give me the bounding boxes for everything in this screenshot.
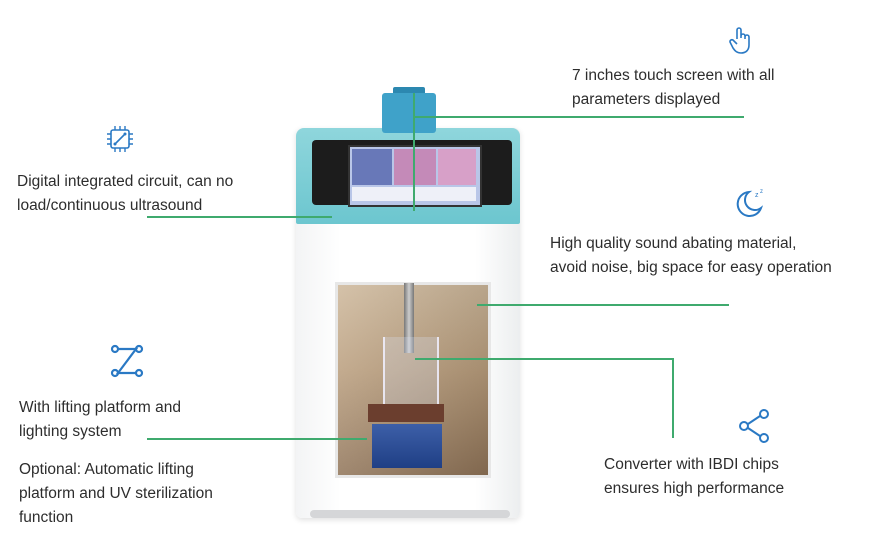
feature-noise-text: High quality sound abating material, avo… [550, 232, 832, 280]
svg-text:z: z [755, 192, 759, 199]
feature-circuit-line-1: Digital integrated circuit, can no [17, 173, 234, 190]
leader-line-platform [147, 438, 367, 440]
optional-line-3: function [19, 509, 74, 526]
feature-platform-text: With lifting platform and lighting syste… [19, 396, 181, 444]
feature-platform-line-1: With lifting platform and [19, 399, 181, 416]
leader-line-noise [477, 304, 729, 306]
feature-circuit-line-2: load/continuous ultrasound [17, 197, 203, 214]
machine-base [310, 510, 510, 518]
feature-touchscreen-line-1: 7 inches touch screen with all [572, 67, 775, 84]
feature-touchscreen-line-2: parameters displayed [572, 91, 721, 108]
optional-feature-text: Optional: Automatic lifting platform and… [19, 458, 213, 530]
moon-sleep-icon: z z [733, 186, 767, 223]
lifting-platform [372, 424, 442, 468]
leader-line-circuit [147, 216, 332, 218]
leader-line-converter-v [672, 358, 674, 438]
hand-pointer-icon [728, 25, 754, 60]
leader-line-touchscreen-h [413, 116, 744, 118]
ultrasonic-probe [404, 283, 414, 353]
flow-connector-icon [110, 344, 144, 383]
circuit-chip-icon [105, 124, 135, 159]
share-nodes-icon [738, 408, 772, 449]
feature-noise-line-1: High quality sound abating material, [550, 235, 797, 252]
feature-platform-line-2: lighting system [19, 423, 122, 440]
feature-converter-line-1: Converter with IBDI chips [604, 456, 779, 473]
feature-touchscreen-text: 7 inches touch screen with all parameter… [572, 64, 774, 112]
feature-converter-line-2: ensures high performance [604, 480, 785, 497]
optional-line-2: platform and UV sterilization [19, 485, 213, 502]
touch-screen [348, 145, 482, 207]
feature-converter-text: Converter with IBDI chips ensures high p… [604, 453, 784, 501]
platform-top [368, 404, 444, 422]
leader-line-touchscreen [413, 93, 415, 211]
feature-noise-line-2: avoid noise, big space for easy operatio… [550, 259, 832, 276]
leader-line-converter-h [415, 358, 673, 360]
feature-circuit-text: Digital integrated circuit, can no load/… [17, 170, 233, 218]
transducer-housing [382, 93, 436, 133]
optional-line-1: Optional: Automatic lifting [19, 461, 194, 478]
svg-text:z: z [760, 189, 763, 195]
